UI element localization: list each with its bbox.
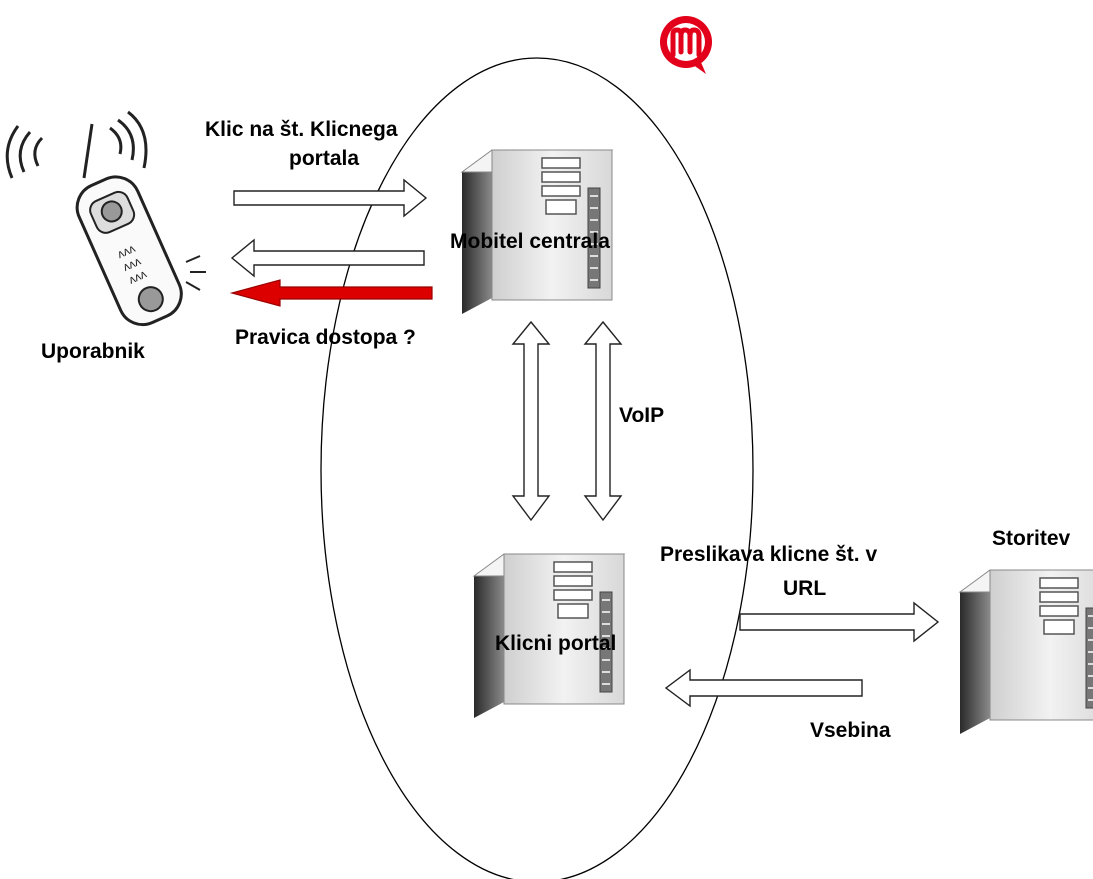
voip-arrow-right: [583, 320, 623, 522]
mapping-label-line2: URL: [783, 577, 827, 600]
arrow-call-to-central: [233, 178, 428, 218]
access-rights-label: Pravica dostopa ?: [235, 326, 416, 349]
svg-text:ʌʌʌ: ʌʌʌ: [121, 254, 143, 274]
call-label-line1: Klic na št. Klicnega: [205, 118, 398, 141]
content-label: Vsebina: [810, 719, 891, 742]
network-boundary-ellipse: [320, 57, 754, 879]
service-label: Storitev: [992, 527, 1071, 550]
mobitel-logo-icon: [660, 16, 712, 74]
voip-arrow-left: [511, 320, 551, 522]
voip-label: VoIP: [619, 404, 665, 427]
arrow-portal-to-service: [739, 601, 940, 643]
call-portal-label: Klicni portal: [495, 632, 617, 655]
mobitel-central-label: Mobitel centrala: [450, 230, 610, 253]
service-server-icon: [959, 569, 1093, 735]
call-label-line2: portala: [289, 147, 360, 170]
svg-text:ʌʌʌ: ʌʌʌ: [115, 241, 137, 261]
arrow-central-to-user: [230, 238, 425, 278]
mapping-label-line1: Preslikava klicne št. v: [660, 543, 878, 566]
svg-text:ʌʌʌ: ʌʌʌ: [126, 267, 148, 287]
arrow-service-to-portal: [664, 668, 863, 708]
user-label: Uporabnik: [41, 340, 145, 363]
arrow-access-rights: [229, 279, 433, 307]
mobile-phone-icon: ʌʌʌ ʌʌʌ ʌʌʌ: [5, 110, 206, 327]
